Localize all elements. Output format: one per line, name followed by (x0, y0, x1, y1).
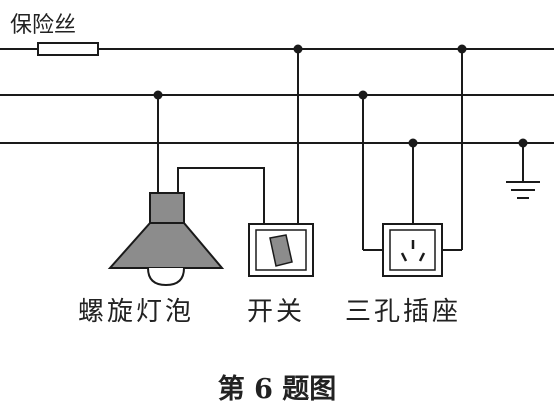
socket-label: 三孔插座 (345, 297, 461, 327)
switch-toggle-icon (269, 234, 293, 267)
bulb-icon (147, 267, 185, 287)
ground-symbol (506, 143, 540, 199)
fuse-label: 保险丝 (10, 13, 76, 38)
socket-right-hole-icon (418, 252, 426, 262)
lamp-holder (149, 192, 185, 224)
bulb-to-switch-wire (177, 167, 265, 224)
bulb-label: 螺旋灯泡 (78, 297, 194, 327)
main-wires (0, 48, 554, 144)
figure-caption: 第 6 题图 (218, 373, 337, 405)
socket-inner-frame (389, 229, 436, 271)
bulb-branch (107, 95, 265, 287)
switch-branch (248, 49, 314, 277)
fuse (37, 42, 99, 56)
socket-left-hole-icon (400, 252, 408, 262)
switch-label: 开关 (247, 297, 305, 327)
socket-branch (362, 49, 463, 277)
lamp-shade (107, 222, 225, 269)
